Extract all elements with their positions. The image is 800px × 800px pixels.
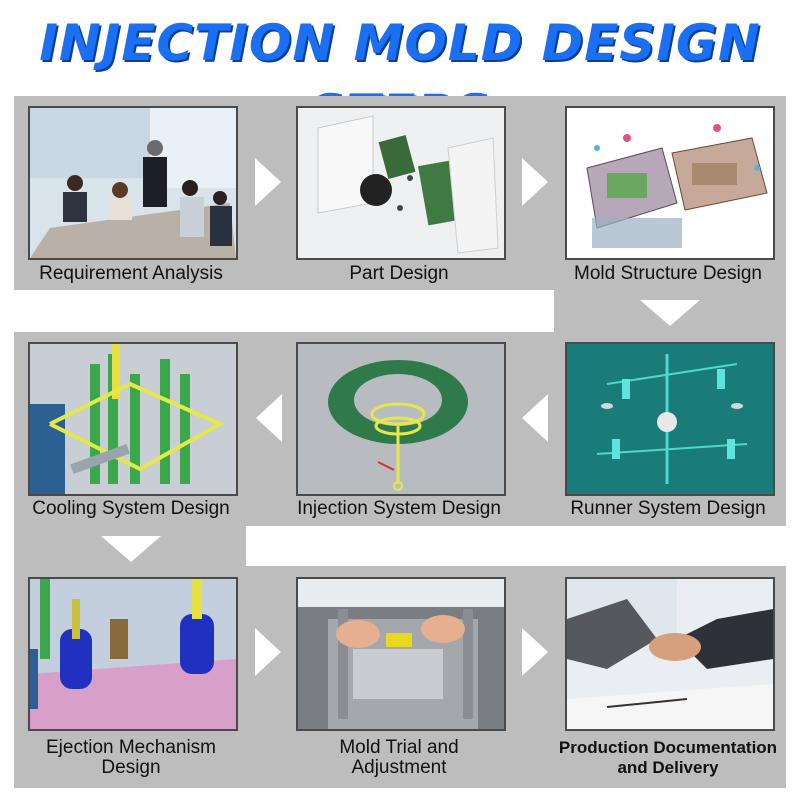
step-image-production-documentation-and-delivery	[565, 577, 775, 731]
sprue-ring-render-icon	[298, 344, 504, 494]
cooling-channels-render-icon	[30, 344, 236, 494]
ejector-springs-render-icon	[30, 579, 236, 729]
step-image-requirement-analysis	[28, 106, 238, 260]
exploded-device-photo-icon	[298, 108, 504, 258]
mold-assembly-render-icon	[567, 108, 773, 258]
arrow-right-3	[255, 628, 281, 676]
step-image-ejection-mechanism-design	[28, 577, 238, 731]
step-label-ejection-mechanism-design: Ejection Mechanism Design	[6, 738, 256, 778]
step-label-ejection-line2: Design	[101, 757, 161, 778]
mold-trial-photo-icon	[298, 579, 504, 729]
step-label-production-line2: and Delivery	[617, 758, 719, 777]
step-label-ejection-line1: Ejection Mechanism	[45, 737, 217, 758]
step-image-injection-system-design	[296, 342, 506, 496]
step-label-mold-trial-line1: Mold Trial and	[339, 737, 459, 758]
step-label-runner-system-design: Runner System Design	[570, 498, 766, 519]
step-label-mold-trial-line2: Adjustment	[351, 757, 447, 778]
arrow-left-1	[256, 394, 282, 442]
step-image-runner-system-design	[565, 342, 775, 496]
step-label-part-design: Part Design	[349, 263, 449, 284]
step-image-mold-trial-and-adjustment	[296, 577, 506, 731]
step-label-requirement-analysis: Requirement Analysis	[39, 263, 223, 284]
step-image-mold-structure-design	[565, 106, 775, 260]
step-label-injection-system-design: Injection System Design	[297, 498, 501, 519]
step-label-cooling-system-design: Cooling System Design	[32, 498, 230, 519]
arrow-right-1	[255, 158, 281, 206]
arrow-right-4	[522, 628, 548, 676]
arrow-down-2	[101, 536, 161, 562]
runner-cad-render-icon	[567, 344, 773, 494]
handshake-photo-icon	[567, 579, 773, 729]
step-label-mold-structure-design: Mold Structure Design	[574, 263, 762, 284]
step-image-part-design	[296, 106, 506, 260]
step-image-cooling-system-design	[28, 342, 238, 496]
arrow-right-2	[522, 158, 548, 206]
meeting-photo-icon	[30, 108, 236, 258]
arrow-left-2	[522, 394, 548, 442]
arrow-down-1	[640, 300, 700, 326]
step-label-production-documentation-and-delivery: Production Documentation and Delivery	[543, 738, 793, 778]
step-label-mold-trial-and-adjustment: Mold Trial and Adjustment	[274, 738, 524, 778]
step-label-production-line1: Production Documentation	[558, 738, 778, 757]
